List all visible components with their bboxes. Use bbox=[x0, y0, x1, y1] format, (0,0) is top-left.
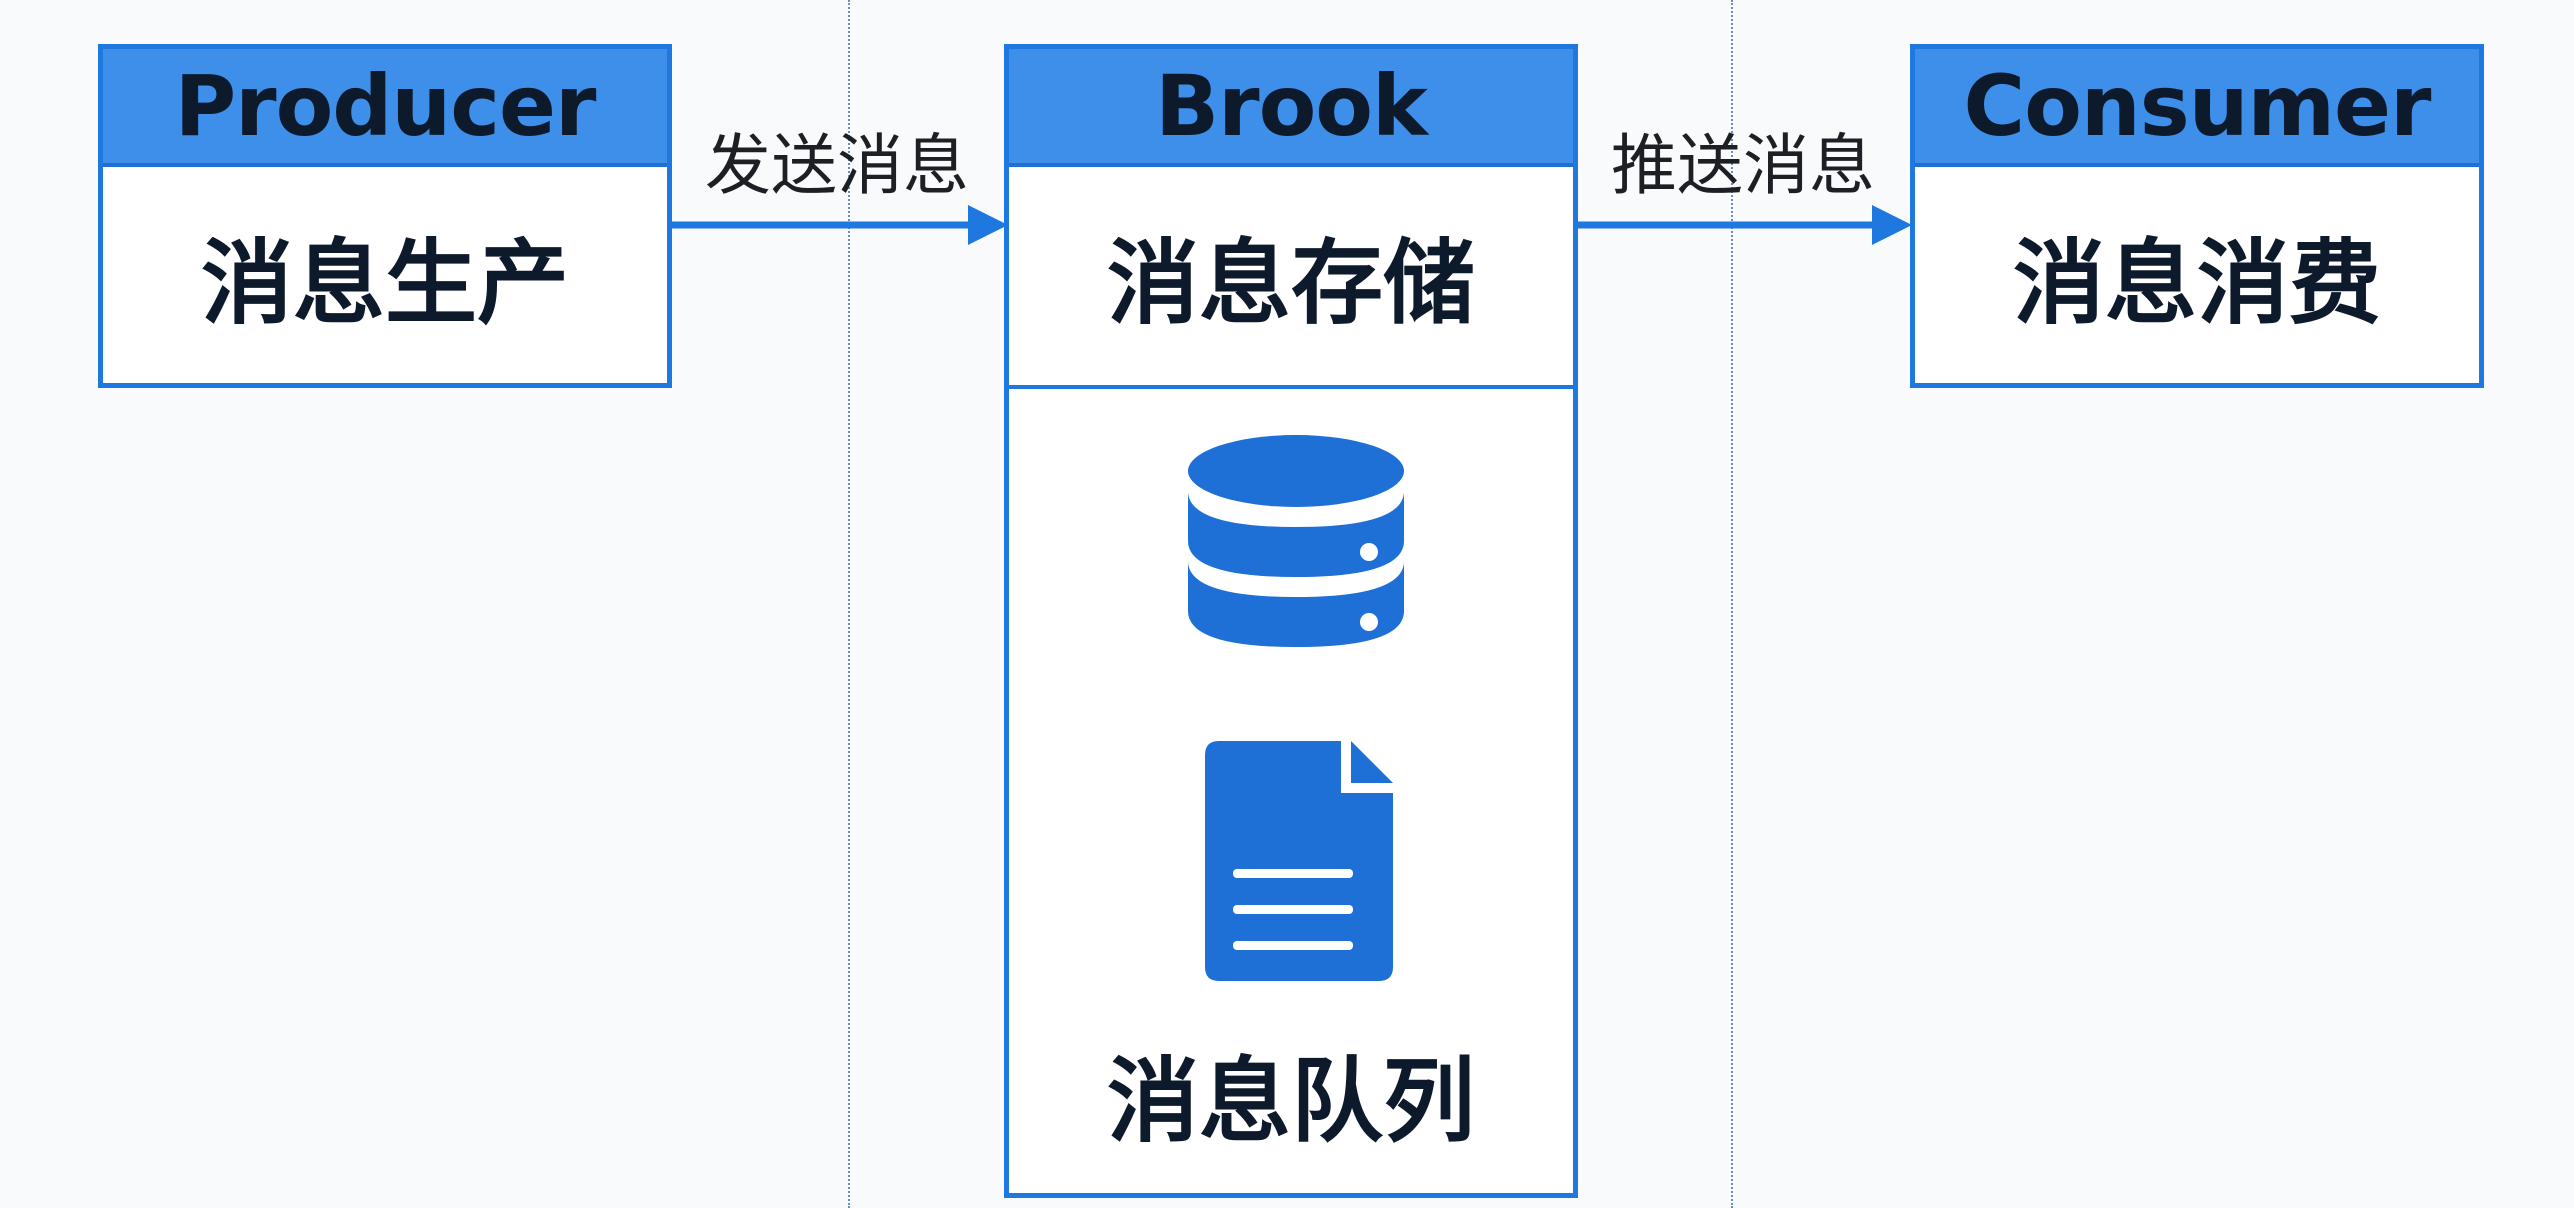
producer-box: Producer 消息生产 bbox=[98, 44, 672, 388]
send-arrow bbox=[672, 205, 1008, 245]
send-arrow-label: 发送消息 bbox=[705, 127, 969, 204]
consumer-box: Consumer 消息消费 bbox=[1910, 44, 2484, 388]
consumer-title: Consumer bbox=[1915, 49, 2479, 167]
push-arrow-label: 推送消息 bbox=[1611, 127, 1875, 204]
producer-title: Producer bbox=[103, 49, 667, 167]
document-icon bbox=[1205, 741, 1393, 981]
broker-separator bbox=[1009, 385, 1573, 389]
broker-box: Brook 消息存储 消息队列 bbox=[1004, 44, 1578, 1198]
database-icon bbox=[1188, 435, 1404, 647]
divider-right bbox=[1731, 0, 1733, 1208]
divider-left bbox=[848, 0, 850, 1208]
push-arrow bbox=[1578, 205, 1912, 245]
broker-queue-label: 消息队列 bbox=[1106, 1047, 1475, 1155]
producer-label: 消息生产 bbox=[200, 229, 569, 337]
broker-title: Brook bbox=[1009, 49, 1573, 167]
broker-storage-label: 消息存储 bbox=[1106, 229, 1475, 337]
consumer-label: 消息消费 bbox=[2012, 229, 2381, 337]
